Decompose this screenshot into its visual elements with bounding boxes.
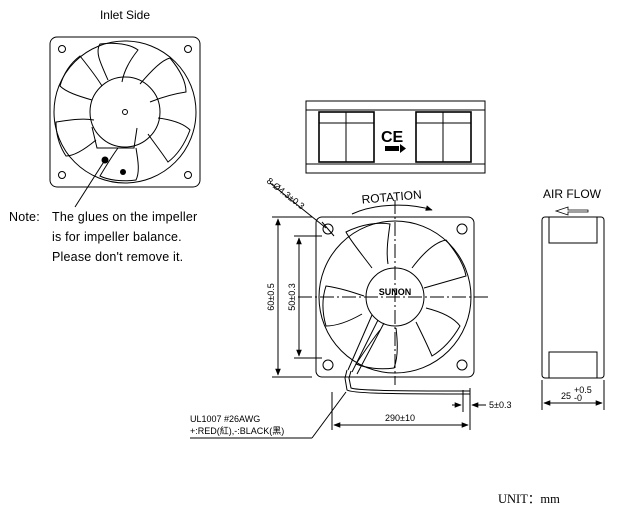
vertical-dimensions: 60±0.5 50±0.3 <box>266 216 322 378</box>
inlet-frame <box>49 36 201 188</box>
inlet-side-view: Inlet Side <box>49 8 201 208</box>
note-line-2: is for impeller balance. <box>52 230 182 244</box>
recycle-arrow-icon <box>385 144 406 153</box>
inlet-blades <box>55 42 191 182</box>
front-mount-hole <box>322 359 334 371</box>
label-housing <box>305 100 486 174</box>
thickness-tolerance-lower: -0 <box>574 393 582 403</box>
lead-wire <box>344 369 471 395</box>
side-view: AIR FLOW 25 +0.5 -0 <box>541 187 605 410</box>
side-bottom-block <box>548 351 598 379</box>
note-prefix: Note: <box>9 210 40 224</box>
mount-hole <box>184 171 192 179</box>
rotation-label: ROTATION <box>361 187 422 206</box>
front-view: SUNON <box>298 200 490 395</box>
front-mount-hole <box>456 223 468 235</box>
thickness-tolerance-upper: +0.5 <box>574 385 592 395</box>
rotation-arrow-icon <box>351 204 433 215</box>
inlet-side-title: Inlet Side <box>100 8 150 22</box>
ce-mark: CE <box>381 129 404 146</box>
front-blades <box>322 222 467 370</box>
unit-label: UNIT：mm <box>498 492 560 506</box>
height-dimension: 60±0.5 <box>266 283 276 310</box>
inlet-hub <box>89 76 161 148</box>
note-line-1: The glues on the impeller <box>52 210 197 224</box>
glue-dot <box>120 169 126 175</box>
mount-hole <box>58 171 66 179</box>
hub-glue-area <box>91 126 138 149</box>
label-view: CE <box>305 100 486 174</box>
brand-label: SUNON <box>379 287 412 297</box>
air-flow-label: AIR FLOW <box>543 187 602 201</box>
note-block: Note: The glues on the impeller is for i… <box>9 210 197 264</box>
strip-length-dimension: 5±0.3 <box>489 400 511 410</box>
hole-dimension: 8-Ø4.3±0.3 <box>265 176 307 212</box>
air-flow-arrow-icon <box>554 206 589 216</box>
mount-hole <box>58 45 66 53</box>
front-mount-hole <box>456 359 468 371</box>
thickness-dimension: 25 <box>561 391 571 401</box>
front-mount-hole <box>322 223 334 235</box>
side-housing <box>541 216 605 379</box>
lead-length-dimension: 290±10 <box>385 413 415 423</box>
hub-center <box>122 109 128 115</box>
hole-spacing-dimension: 50±0.3 <box>287 283 297 310</box>
side-top-block <box>548 216 598 244</box>
wire-spec-line-1: UL1007 #26AWG <box>190 414 260 424</box>
inlet-housing-circle <box>53 40 197 184</box>
lead-dimensions: 290±10 5±0.3 UL1007 #26AWG +:RED(紅),-:BL… <box>190 388 511 439</box>
mount-hole <box>184 45 192 53</box>
rotation-indicator: ROTATION <box>351 187 433 215</box>
wire-spec-line-2: +:RED(紅),-:BLACK(黑) <box>190 426 284 436</box>
note-line-3: Please don't remove it. <box>52 250 183 264</box>
note-leader-line <box>74 159 106 208</box>
